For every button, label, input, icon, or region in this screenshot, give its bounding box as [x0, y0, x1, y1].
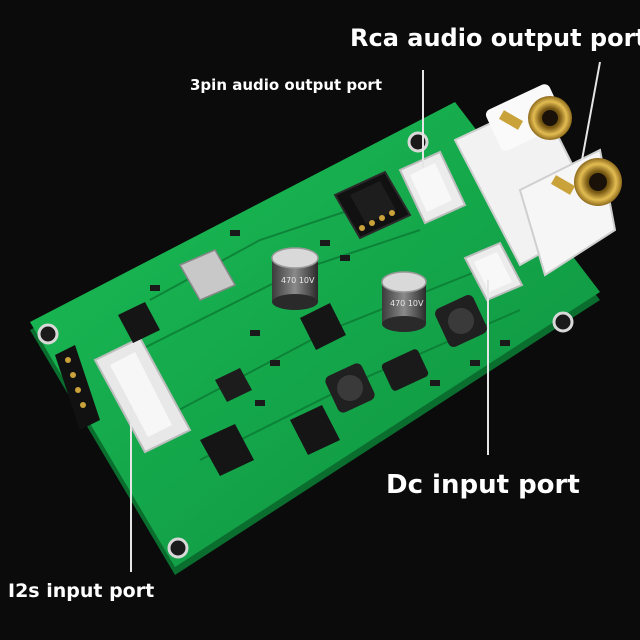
ic-chips	[118, 302, 346, 476]
inductors	[325, 295, 487, 413]
rca-port-label: Rca audio output port	[350, 24, 640, 52]
i2s-connector	[93, 336, 192, 454]
capacitor-left-marking: 470 10V	[281, 276, 315, 285]
three-pin-port-label: 3pin audio output port	[190, 76, 382, 94]
callout-lines	[130, 61, 601, 572]
capacitor-right: 470 10V	[381, 271, 427, 332]
crystal-oscillator	[178, 249, 237, 301]
capacitor-right-marking: 470 10V	[390, 299, 424, 308]
i2s-port-label: I2s input port	[8, 580, 155, 602]
rca-jacks	[453, 84, 622, 277]
rca-callout-line	[581, 61, 601, 161]
dc-port-label: Dc input port	[386, 470, 580, 500]
dc-connector	[463, 241, 524, 302]
three-pin-connector	[398, 150, 467, 225]
pin-header	[55, 345, 100, 430]
capacitor-left: 470 10V	[271, 247, 319, 310]
smd-components	[150, 230, 510, 406]
opamp-socket	[333, 170, 412, 240]
